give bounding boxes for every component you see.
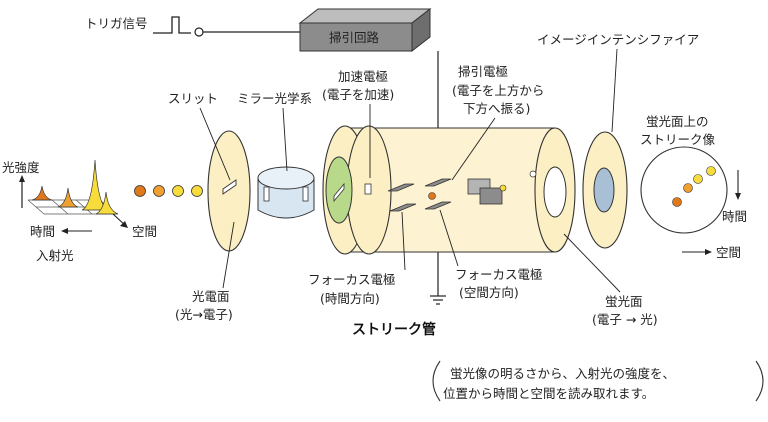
phosphor-screen-image	[640, 146, 728, 234]
sweep-elec-label-3: 下方へ振る)	[463, 101, 530, 116]
light-intensity-label: 光強度	[2, 160, 40, 175]
slit-leader	[199, 107, 231, 181]
mirror-leader	[282, 107, 288, 172]
intensifier-leader	[611, 48, 618, 133]
streak-tube-label: ストリーク管	[352, 321, 436, 338]
phosphor-leader	[563, 233, 621, 293]
space-left-label: 空間	[132, 224, 157, 239]
electron-beam	[428, 170, 537, 200]
mirror-optics	[257, 166, 315, 219]
incident-light-graph: 光強度 空間 時間 入射光	[2, 159, 157, 263]
image-intensifier-label: イメージインテンシファイア	[537, 32, 699, 47]
note-line-1: 蛍光像の明るさから、入射光の強度を、	[450, 366, 675, 381]
sweep-circuit-label: 掃引回路	[329, 30, 380, 45]
time-left-label: 時間	[30, 224, 55, 239]
trigger-terminal	[194, 27, 204, 37]
focus-plates-space	[424, 178, 452, 210]
focus-plates-time	[387, 183, 417, 212]
accel-label-2: (電子を加速)	[322, 87, 394, 102]
ground-symbol	[430, 295, 446, 305]
focus-space-leader	[439, 209, 459, 267]
incident-light-label: 入射光	[36, 248, 74, 263]
mirror-optics-label: ミラー光学系	[237, 91, 312, 106]
phosphor-label-1: 蛍光面	[605, 294, 643, 309]
sweep-elec-label-1: 掃引電極	[458, 64, 508, 79]
focus-time-label-1: フォーカス電極	[308, 272, 396, 287]
phosphor-label-2: (電子 → 光)	[592, 312, 658, 327]
focus-time-leader	[401, 211, 406, 271]
focus-space-label-2: (空間方向)	[459, 285, 519, 300]
note: 蛍光像の明るさから、入射光の強度を、 位置から時間と空間を読み取れます。	[432, 360, 764, 402]
accel-electrode	[322, 125, 392, 255]
space-right-label: 空間	[716, 245, 741, 260]
image-intensifier	[582, 131, 628, 249]
slit-disk	[207, 130, 251, 252]
time-right-label: 時間	[722, 209, 747, 224]
sweep-electrodes	[467, 178, 503, 205]
focus-time-label-2: (時間方向)	[320, 291, 380, 306]
sweep-elec-leader	[451, 117, 496, 181]
photocathode-label-1: 光電面	[192, 289, 230, 304]
phosphor-image-label-1: 蛍光面上の	[646, 114, 709, 129]
note-line-2: 位置から時間と空間を読み取れます。	[443, 386, 654, 401]
photocathode-label-2: (光→電子)	[175, 307, 233, 322]
photocathode-leader	[222, 221, 235, 289]
trigger-signal: トリガ信号	[85, 16, 308, 37]
focus-space-label-1: フォーカス電極	[455, 267, 543, 282]
slit-label: スリット	[168, 91, 218, 106]
accel-label-1: 加速電極	[338, 69, 388, 84]
trigger-label: トリガ信号	[85, 16, 148, 31]
sweep-elec-label-2: (電子を上方から	[452, 83, 544, 98]
trigger-pulse	[153, 16, 191, 34]
photon-pulses	[134, 185, 203, 197]
sweep-circuit-box: 掃引回路	[298, 7, 432, 53]
phosphor-image-label-2: ストリーク像	[640, 132, 716, 147]
